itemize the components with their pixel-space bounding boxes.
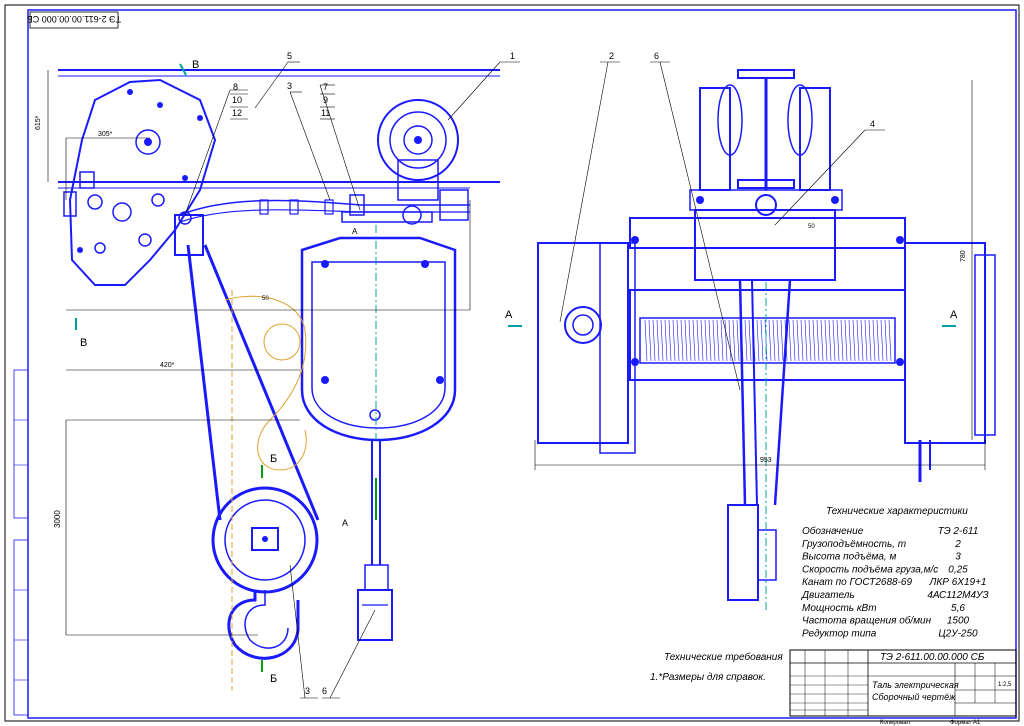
title-name-line2: Сборочный чертёж (872, 692, 956, 702)
section-mark-b-top: В (192, 59, 199, 71)
callout-5: 5 (287, 51, 292, 61)
callout-6: 6 (322, 686, 327, 696)
section-mark-a-left: А (505, 309, 513, 321)
dim-420: 420* (160, 362, 175, 369)
footer-right: Формат А1 (950, 720, 981, 726)
callout-11: 11 (321, 108, 330, 118)
dim-615: 615* (35, 115, 42, 130)
dim-953: 953 (760, 457, 772, 464)
callout-9: 9 (323, 95, 328, 105)
inner-frame (27, 9, 1017, 719)
section-mark-b-bottom: В (80, 337, 87, 349)
title-designation: ТЭ 2-611.00.00.000 СБ (880, 652, 985, 663)
motor-end (537, 242, 629, 444)
callout-4: 4 (870, 119, 875, 129)
dim-305: 305* (98, 131, 113, 138)
drive-wheel (377, 99, 459, 181)
spec-label: Канат по ГОСТ2688-69 (802, 577, 912, 588)
title-scale: 1:2,5 (998, 682, 1012, 688)
spec-label: Мощность кВт (802, 603, 877, 614)
spec-value: 3 (955, 552, 961, 563)
spec-label: Двигатель (801, 590, 855, 601)
spec-label: Скорость подъёма груза,м/с (802, 564, 938, 575)
spec-label: Высота подъёма, м (802, 552, 896, 563)
requirements-heading: Технические требования (664, 651, 783, 663)
dim-780: 780 (960, 250, 967, 262)
callout-3: 3 (287, 81, 292, 91)
rope-left (186, 244, 222, 521)
section-mark-a-right: А (950, 309, 958, 321)
callout-2: 2 (609, 51, 614, 61)
rope-drum (639, 317, 896, 364)
side-margin-box-2 (13, 539, 29, 716)
callout-7: 7 (323, 82, 328, 92)
spec-value: 4АС112М4УЗ (927, 590, 988, 601)
section-mark-be-top: Б (270, 453, 277, 465)
side-plate (68, 78, 217, 286)
footer-left: Копировал (880, 720, 911, 726)
title-name-line1: Таль электрическая (872, 680, 959, 690)
section-mark-a-mid: А (342, 518, 348, 528)
side-margin-box-1 (13, 369, 29, 519)
title-block (789, 649, 1017, 717)
callout-8: 8 (233, 82, 238, 92)
callout-3b: 3 (305, 686, 310, 696)
spec-label: Грузоподъёмность, т (802, 539, 906, 550)
stamp-box (29, 11, 119, 29)
spec-value: 1500 (947, 616, 970, 627)
hook (227, 590, 300, 660)
hoist-body (300, 236, 457, 442)
stamp-rotated: ТЭ 2-611.00.00.000 СБ (27, 14, 121, 24)
spec-value: ЛКР 6Х19+1 (929, 577, 987, 588)
spec-value: ТЭ 2-611 (938, 526, 979, 537)
callout-1: 1 (510, 51, 515, 61)
spec-label: Редуктор типа (802, 628, 877, 639)
section-mark-be-bottom: Б (270, 673, 277, 685)
dim-50b: 50 (808, 224, 815, 230)
specs-heading: Технические характеристики (826, 506, 968, 517)
rope-right (203, 244, 320, 521)
callout-12: 12 (232, 108, 242, 118)
spec-value: Ц2У-250 (938, 628, 978, 639)
callout-10: 10 (232, 95, 242, 105)
spec-value: 2 (954, 539, 961, 550)
callout-6b: 6 (654, 51, 659, 61)
section-mark-a-top: А (352, 227, 358, 236)
spec-label: Обозначение (802, 525, 864, 537)
cable-run (179, 199, 470, 216)
dim-50a: 50 (262, 296, 269, 302)
dim-3000: 3000 (53, 510, 62, 528)
requirement-1: 1.*Размеры для справок. (650, 672, 766, 683)
spec-value: 5,6 (951, 603, 965, 614)
outer-frame (4, 4, 1020, 722)
phantom-hook (224, 295, 307, 471)
spec-label: Частота вращения об/мин (802, 615, 932, 627)
spec-value: 0,25 (948, 564, 968, 575)
